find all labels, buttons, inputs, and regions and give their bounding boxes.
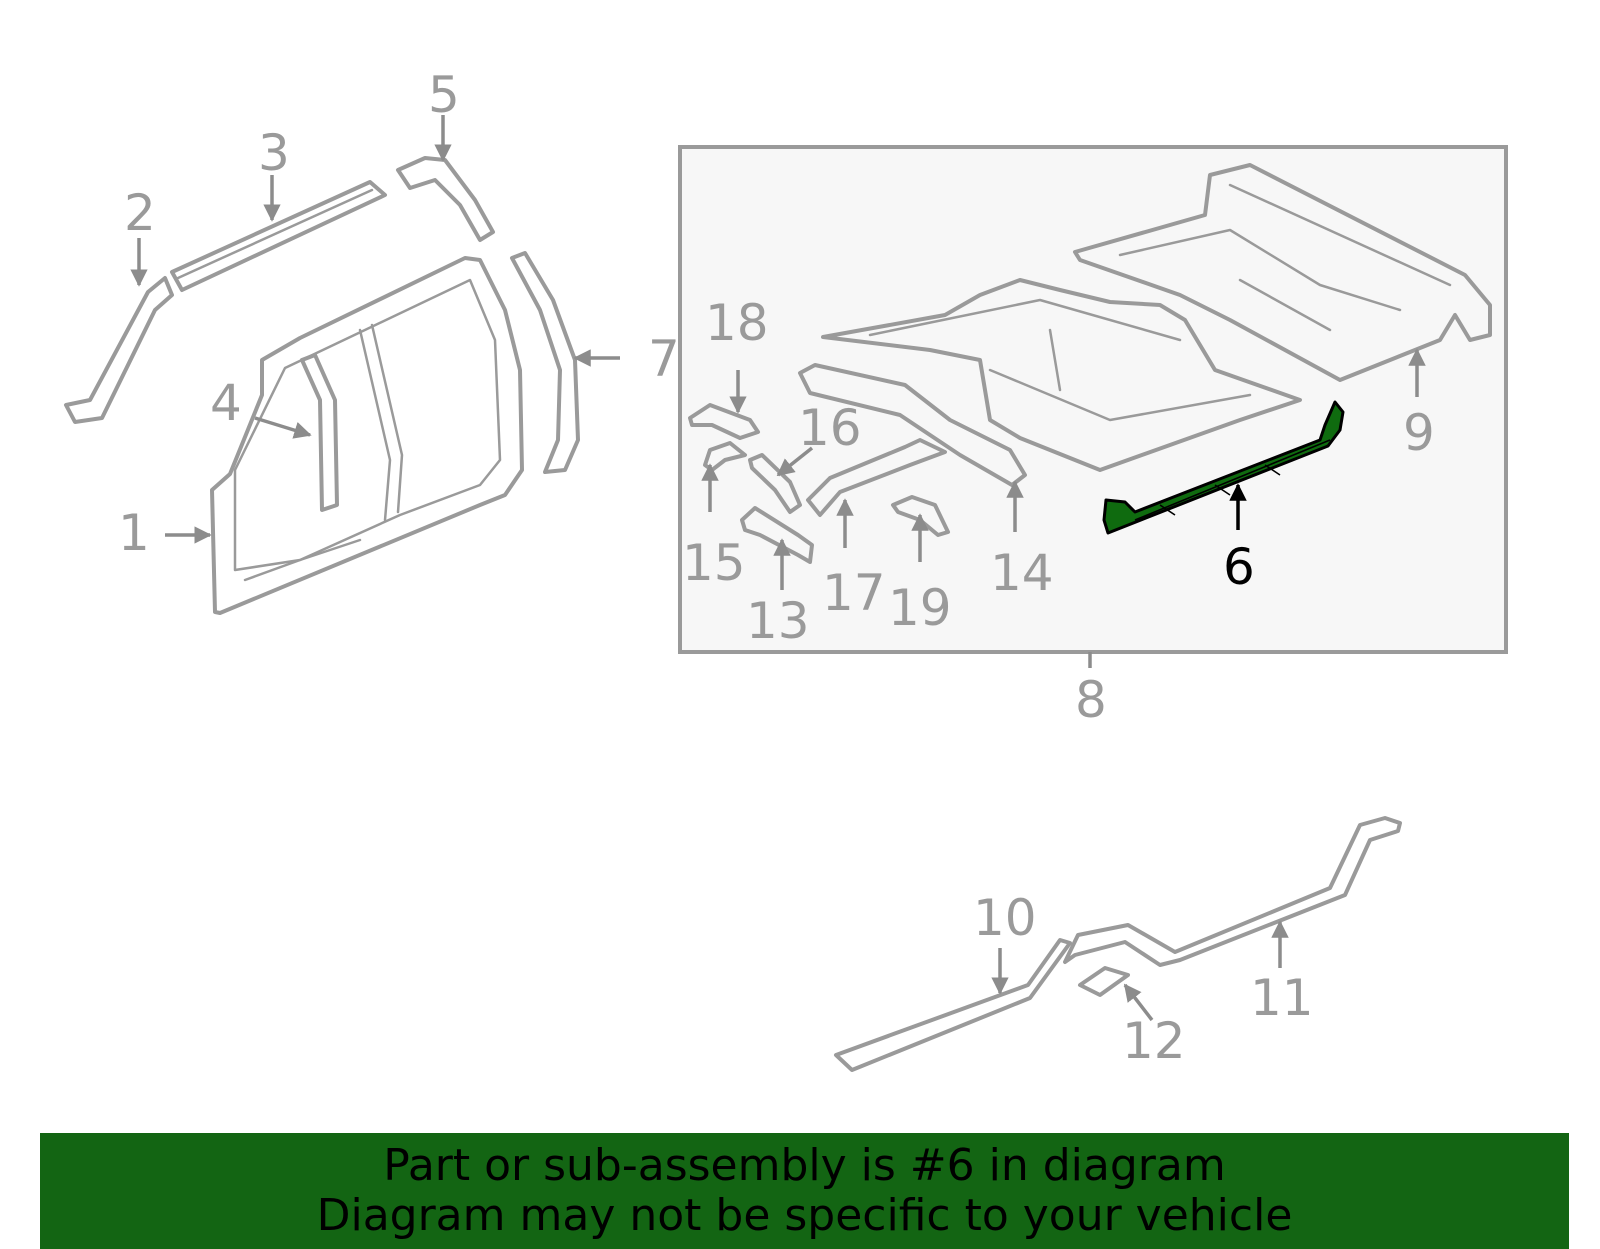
callout-8: 8 [1075,671,1107,729]
banner-line-2: Diagram may not be specific to your vehi… [316,1190,1293,1241]
callout-11: 11 [1250,969,1314,1027]
callout-17: 17 [822,564,886,622]
callout-7: 7 [648,330,680,388]
callout-2: 2 [124,184,156,242]
part-17-support[interactable] [806,438,947,517]
callout-5: 5 [428,66,460,124]
callout-12: 12 [1122,1012,1186,1070]
front-floor-pan[interactable] [821,278,1302,472]
callout-13: 13 [746,592,810,650]
part-16-bracket[interactable] [748,453,802,514]
part-10-rail-front[interactable] [834,938,1072,1072]
callout-9: 9 [1403,404,1435,462]
callout-15: 15 [682,534,746,592]
part-13-bracket[interactable] [740,506,814,564]
part-7-rear-pillar[interactable] [510,251,580,474]
callout-4: 4 [210,374,242,432]
part-19-bracket[interactable] [891,495,950,537]
banner-line-1: Part or sub-assembly is #6 in diagram [383,1140,1226,1191]
callout-3: 3 [258,124,290,182]
callout-16: 16 [798,399,862,457]
part-12-plate[interactable] [1078,966,1130,997]
callout-1: 1 [118,504,150,562]
callout-10: 10 [973,889,1037,947]
part-6-rocker-highlighted[interactable] [1102,400,1345,535]
part-3-roof-rail[interactable] [170,180,387,292]
part-4-inner-pillar[interactable] [300,353,339,512]
callout-arrows [130,115,1426,1022]
part-18-bracket[interactable] [688,403,760,440]
part-11-rail-rear[interactable] [1063,816,1402,967]
part-14-crossmember[interactable] [798,363,1027,487]
callout-19: 19 [888,579,952,637]
inset-box [678,145,1508,654]
callout-18: 18 [705,294,769,352]
part-1-side-panel[interactable] [210,256,524,615]
callout-14: 14 [990,544,1054,602]
callout-6: 6 [1223,538,1255,596]
part-9-rear-floor-pan[interactable] [1073,163,1492,382]
info-banner: Part or sub-assembly is #6 in diagram Di… [40,1133,1569,1249]
part-5-upper-bracket[interactable] [396,156,495,242]
part-2-pillar-bracket[interactable] [64,276,174,424]
